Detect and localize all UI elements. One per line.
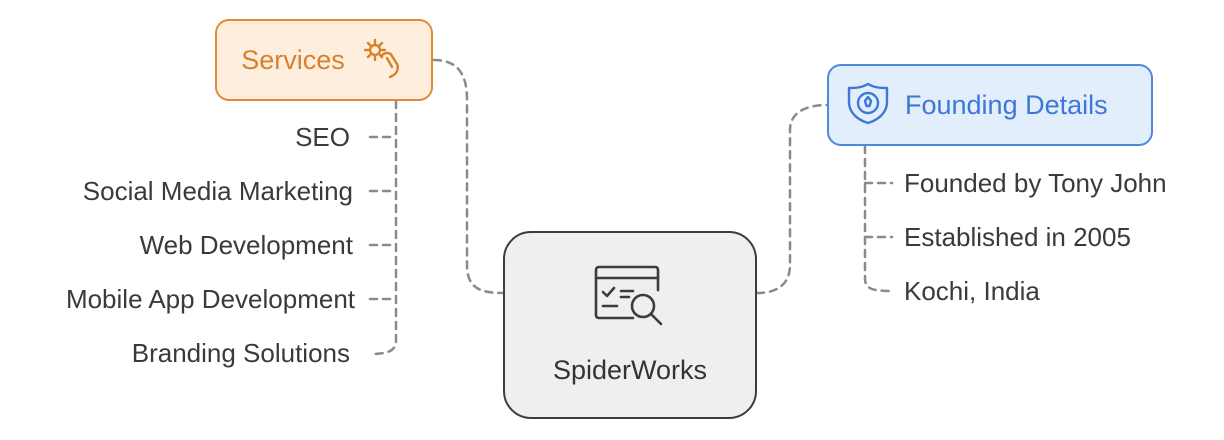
- connector-services-spine: [368, 99, 398, 356]
- root-node[interactable]: SpiderWorks: [503, 231, 757, 419]
- connector-founding-spine: [863, 144, 894, 293]
- shield-badge-icon: [845, 80, 891, 131]
- service-item-web-development: Web Development: [139, 230, 353, 260]
- gear-hand-icon: [359, 34, 407, 87]
- connector-center-founding: [755, 103, 829, 295]
- service-item-mobile-app: Mobile App Development: [65, 284, 355, 314]
- founding-item-founder: Founded by Tony John: [904, 168, 1167, 198]
- founding-item-established: Established in 2005: [904, 222, 1131, 252]
- root-label: SpiderWorks: [552, 355, 708, 385]
- founding-details-node[interactable]: Founding Details: [827, 64, 1153, 146]
- service-item-branding: Branding Solutions: [131, 338, 350, 368]
- services-node[interactable]: Services: [215, 19, 433, 101]
- founding-item-location: Kochi, India: [904, 276, 1040, 306]
- founding-details-label: Founding Details: [905, 89, 1108, 120]
- services-label: Services: [241, 44, 345, 75]
- browser-search-icon: [593, 264, 667, 333]
- service-item-social-media: Social Media Marketing: [82, 176, 353, 206]
- service-item-seo: SEO: [295, 122, 350, 152]
- connector-services-center: [432, 58, 505, 295]
